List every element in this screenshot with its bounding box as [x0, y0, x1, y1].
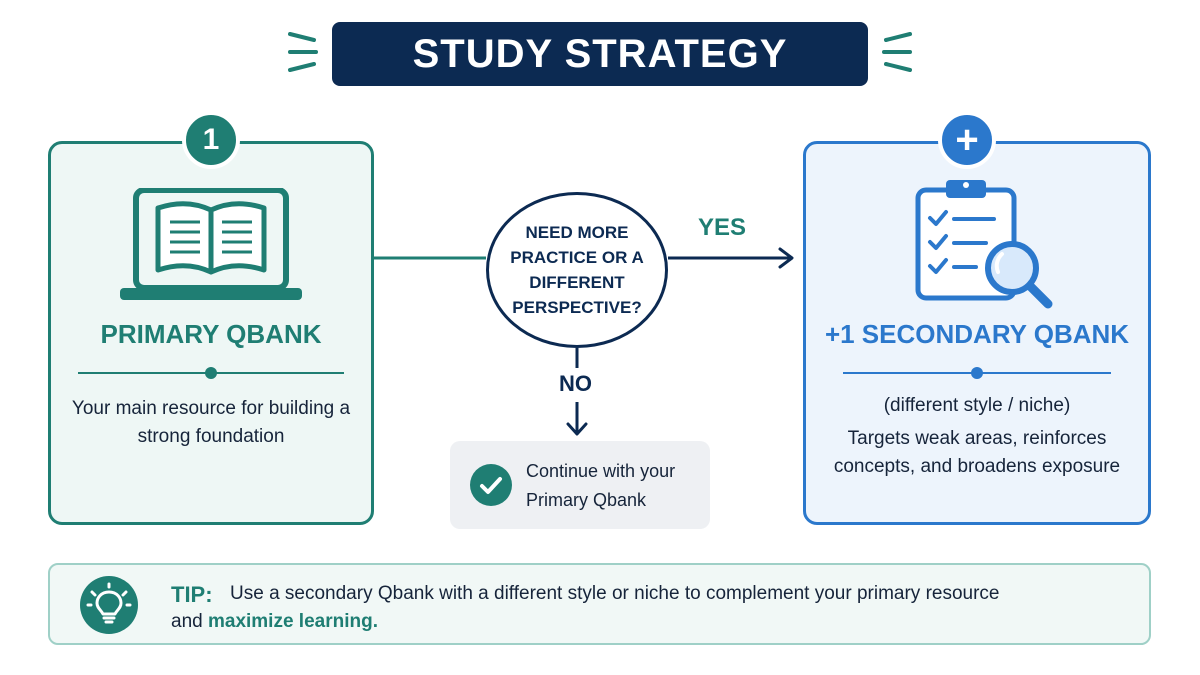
tip-text-line1: Use a secondary Qbank with a different s… [230, 583, 1000, 604]
primary-qbank-title: PRIMARY QBANK [100, 319, 322, 349]
secondary-qbank-description: Targets weak areas, reinforces concepts,… [833, 428, 1121, 477]
plus-badge: + [938, 111, 996, 169]
primary-qbank-card [48, 141, 374, 525]
tip-highlight: maximize learning. [207, 611, 378, 632]
continue-text: Continue with your Primary Qbank [526, 461, 676, 510]
secondary-divider [843, 367, 1111, 379]
step-one-badge: 1 [182, 111, 240, 169]
check-icon [470, 464, 512, 506]
decision-question: NEED MORE PRACTICE OR A DIFFERENT PERSPE… [510, 223, 644, 317]
tip-label: TIP: [171, 582, 213, 607]
decision-circle [486, 192, 668, 348]
secondary-qbank-subtitle: (different style / niche) [883, 395, 1071, 416]
tip-text-line2-prefix: and [171, 611, 203, 632]
laptop-book-icon [120, 188, 302, 300]
tip-box: TIP: Use a secondary Qbank with a differ… [48, 563, 1151, 645]
tip-text-line2: and maximize learning. [171, 611, 378, 633]
clipboard-magnifier-icon [915, 180, 1053, 309]
arrow-no-head [566, 422, 588, 436]
primary-qbank-description: Your main resource for building a strong… [71, 398, 351, 447]
continue-primary-box: Continue with your Primary Qbank [450, 441, 710, 529]
arrow-yes-head [778, 247, 794, 269]
title-spark-right-icon [882, 32, 912, 72]
yes-label: YES [698, 214, 747, 241]
title-spark-left-icon [288, 32, 318, 72]
no-label: NO [559, 371, 592, 396]
secondary-qbank-title: +1 SECONDARY QBANK [824, 319, 1130, 349]
decision-node: NEED MORE PRACTICE OR A DIFFERENT PERSPE… [486, 192, 668, 348]
title-banner: STUDY STRATEGY [332, 22, 868, 86]
lightbulb-icon [80, 576, 138, 634]
page-title: STUDY STRATEGY [412, 31, 788, 76]
primary-divider [78, 367, 344, 379]
